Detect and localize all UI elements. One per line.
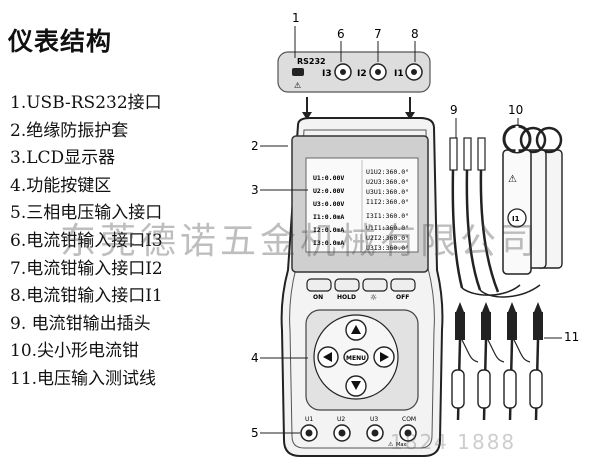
off-button[interactable]	[390, 278, 416, 292]
legend-item: 3.LCD显示器	[10, 148, 116, 169]
legend-item: 7.电流钳输入接口I2	[10, 258, 163, 279]
keypad: MENU	[305, 309, 419, 411]
clamp-label: I1	[512, 215, 520, 223]
hold-label: HOLD	[337, 294, 356, 301]
warning-icon: ⚠	[388, 441, 394, 448]
i2-label: I2	[357, 69, 367, 79]
legend-item: 9. 电流钳输出插头	[10, 313, 151, 334]
lcd-value: U2:0.00V	[313, 187, 344, 195]
lcd-value: I1:0.0mA	[313, 213, 344, 221]
callout-3: 3	[251, 183, 259, 197]
menu-button[interactable]	[343, 348, 369, 366]
component-legend: 1.USB-RS232接口 2.绝缘防振护套 3.LCD显示器 4.功能按键区 …	[10, 90, 163, 394]
legend-item: 8.电流钳输入接口I1	[10, 286, 163, 307]
warning-icon: ⚠	[508, 174, 517, 185]
callout-7: 7	[374, 27, 382, 41]
callout-2: 2	[251, 139, 259, 153]
com-label: COM	[402, 416, 416, 423]
arrow-down-icon	[351, 381, 361, 390]
backlight-button[interactable]	[362, 278, 388, 292]
lcd-value: U3U1:360.0°	[366, 188, 409, 196]
arrow-right-icon	[380, 352, 389, 362]
lcd-value: U3I3:360.0°	[366, 244, 409, 252]
i1-label: I1	[394, 69, 404, 79]
arrow-left-icon	[323, 352, 332, 362]
u1-label: U1	[305, 416, 313, 423]
callout-5: 5	[251, 426, 259, 440]
callout-8: 8	[411, 27, 419, 41]
watermark: 东莞德诺五金机械有限公司	[60, 221, 541, 262]
voltage-test-leads	[451, 302, 543, 421]
on-button[interactable]	[306, 278, 332, 292]
callout-1: 1	[292, 11, 300, 25]
port-strip: RS232 ⚠ I3 I2 I1	[277, 51, 431, 93]
arrow-up-icon	[351, 325, 361, 334]
max-label: Max	[396, 442, 406, 448]
menu-label: MENU	[346, 355, 366, 362]
lcd-value: U1U2:360.0°	[366, 168, 409, 176]
lcd-display: U1:0.00V U2:0.00V U3:0.00V I1:0.0mA I2:0…	[291, 135, 429, 273]
lcd-value: I3:0.0mA	[313, 239, 344, 247]
u2-label: U2	[337, 416, 345, 423]
arrow-down-icon	[405, 97, 415, 120]
callout-9: 9	[450, 103, 458, 117]
lcd-value: I3I1:360.0°	[366, 212, 409, 220]
u3-label: U3	[370, 416, 378, 423]
lcd-value: U1:0.00V	[313, 174, 344, 182]
lcd-value: U2I2:360.0°	[366, 234, 409, 242]
legend-item: 1.USB-RS232接口	[10, 93, 162, 113]
usb-port	[292, 68, 304, 76]
clamp-output-plugs	[449, 137, 541, 298]
off-label: OFF	[396, 294, 409, 301]
legend-item: 6.电流钳输入接口I3	[10, 230, 163, 251]
legend-item: 11.电压输入测试线	[10, 368, 157, 389]
legend-item: 2.绝缘防振护套	[10, 120, 129, 141]
legend-item: 10.尖小形电流钳	[10, 341, 140, 362]
current-clamps: ⚠ I1	[502, 124, 563, 275]
function-buttons: ON HOLD ☼ OFF	[306, 278, 416, 302]
legend-item: 4.功能按键区	[10, 175, 112, 196]
callout-6: 6	[337, 27, 345, 41]
on-label: ON	[313, 294, 323, 301]
hold-button[interactable]	[334, 278, 360, 292]
lcd-value: U1I1:360.0°	[366, 224, 409, 232]
callout-11: 11	[564, 330, 579, 344]
page-title: 仪表结构	[8, 27, 113, 56]
lcd-value: U3:0.00V	[313, 200, 344, 208]
legend-item: 5.三相电压输入接口	[10, 203, 163, 224]
sun-icon: ☼	[370, 293, 377, 302]
arrow-down-icon	[302, 97, 312, 120]
callout-10: 10	[508, 103, 523, 117]
warning-icon: ⚠	[294, 81, 301, 90]
i3-label: I3	[322, 69, 332, 79]
voltage-jacks: U1 U2 U3 COM ⚠ Max	[300, 416, 417, 448]
rs232-label: RS232	[297, 57, 326, 66]
lcd-value: I1I2:360.0°	[366, 198, 409, 206]
lcd-value: I2:0.0mA	[313, 226, 344, 234]
callout-4: 4	[251, 351, 259, 365]
watermark-phone: 1824 1888	[390, 430, 517, 454]
lcd-value: U2U3:360.0°	[366, 178, 409, 186]
